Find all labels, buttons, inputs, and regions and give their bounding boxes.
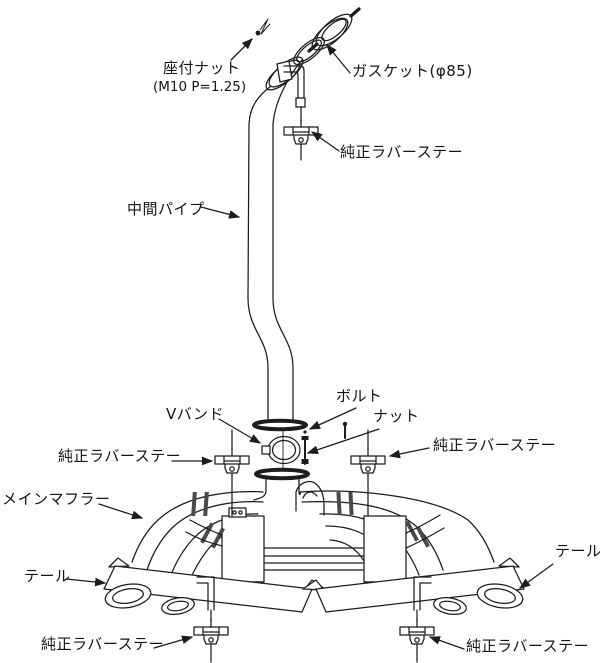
- label-bolt: ボルト: [336, 387, 383, 405]
- label-main-muffler: メインマフラー: [2, 490, 111, 508]
- label-intermediate-pipe: 中間パイプ: [127, 200, 205, 218]
- main-muffler-drawing: [131, 475, 495, 591]
- label-rubber-stay-bottom-left: 純正ラバーステー: [41, 635, 165, 653]
- label-seat-nut: 座付ナット: [163, 59, 241, 77]
- pipe-clamp-rings: [191, 491, 430, 549]
- label-v-band: Vバンド: [166, 405, 225, 423]
- rubber-stay-bottom-left-drawing: [193, 576, 229, 663]
- label-tail-right: テール: [555, 542, 600, 560]
- label-seat-nut-spec: (M10 P=1.25): [153, 79, 247, 95]
- intermediate-pipe-drawing: [247, 59, 303, 420]
- label-rubber-stay-right: 純正ラバーステー: [433, 436, 557, 454]
- label-rubber-stay-left: 純正ラバーステー: [58, 447, 182, 465]
- rubber-stay-mid-left-drawing: [214, 429, 250, 517]
- label-gasket: ガスケット(φ85): [352, 62, 473, 80]
- rubber-stay-top-right-drawing: [276, 60, 319, 161]
- flange-gasket-stack-drawing: [265, 7, 361, 91]
- label-rubber-stay-top: 純正ラバーステー: [340, 143, 464, 161]
- rubber-stay-bottom-right-drawing: [399, 576, 435, 663]
- leader-arrows: [65, 18, 554, 650]
- label-nut: ナット: [373, 407, 420, 425]
- label-rubber-stay-bottom-right: 純正ラバーステー: [466, 637, 590, 655]
- v-band-joint-drawing: [252, 418, 348, 481]
- label-tail-left: テール: [24, 567, 71, 585]
